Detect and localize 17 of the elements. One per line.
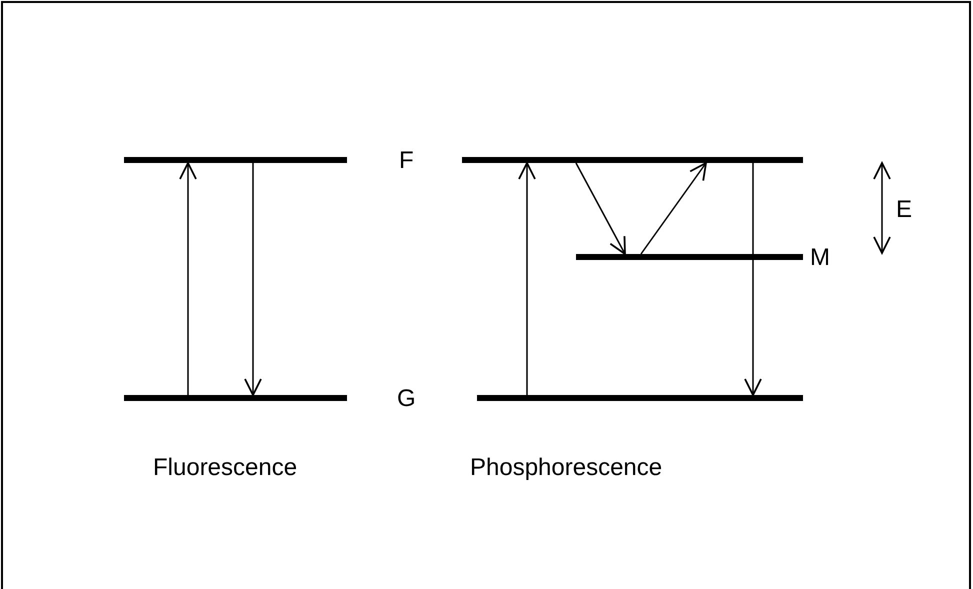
transition-arrow	[244, 163, 262, 396]
transition-arrow	[575, 162, 626, 255]
energy-level-bar	[477, 395, 803, 401]
energy-label: E	[896, 198, 912, 222]
diagram-caption: Fluorescence	[153, 456, 298, 480]
level-label: F	[399, 149, 414, 173]
transition-arrow	[179, 162, 197, 395]
transition-arrow	[518, 162, 536, 395]
level-label: M	[810, 246, 830, 270]
level-label: G	[397, 387, 416, 411]
transition-arrow	[744, 163, 762, 396]
energy-level-bar	[576, 254, 803, 260]
energy-level-bar	[462, 157, 803, 163]
transition-arrow	[640, 162, 707, 254]
diagram-caption: Phosphorescence	[470, 456, 662, 480]
energy-level-bar	[124, 157, 347, 163]
energy-level-bar	[124, 395, 347, 401]
